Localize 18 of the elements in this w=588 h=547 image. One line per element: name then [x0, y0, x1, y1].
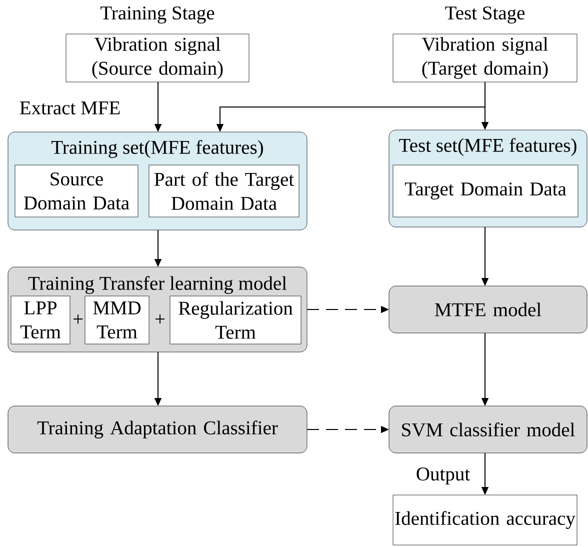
process-box: Identification accuracy [392, 494, 578, 546]
plus-sign: + [73, 314, 83, 324]
process-box: Target Domain Data [392, 164, 578, 218]
stage-heading: Test Stage [445, 6, 525, 24]
process-box: Vibration signal (Source domain) [66, 34, 250, 82]
process-box: Part of the Target Domain Data [148, 164, 300, 218]
process-box: MTFE model [388, 286, 588, 334]
edge-label: Output [416, 467, 470, 485]
process-box: LPP Term [10, 296, 70, 344]
process-box: MMD Term [84, 296, 150, 344]
process-box: Training Adaptation Classifier [8, 406, 308, 454]
process-box: SVM classifier model [388, 406, 588, 454]
process-box: Source Domain Data [14, 164, 138, 218]
edge-label: Extract MFE [20, 102, 120, 114]
process-box: Vibration signal (Target domain) [392, 34, 578, 82]
stage-heading: Training Stage [100, 6, 214, 24]
plus-sign: + [155, 314, 165, 324]
process-box: Regularization Term [170, 296, 302, 344]
